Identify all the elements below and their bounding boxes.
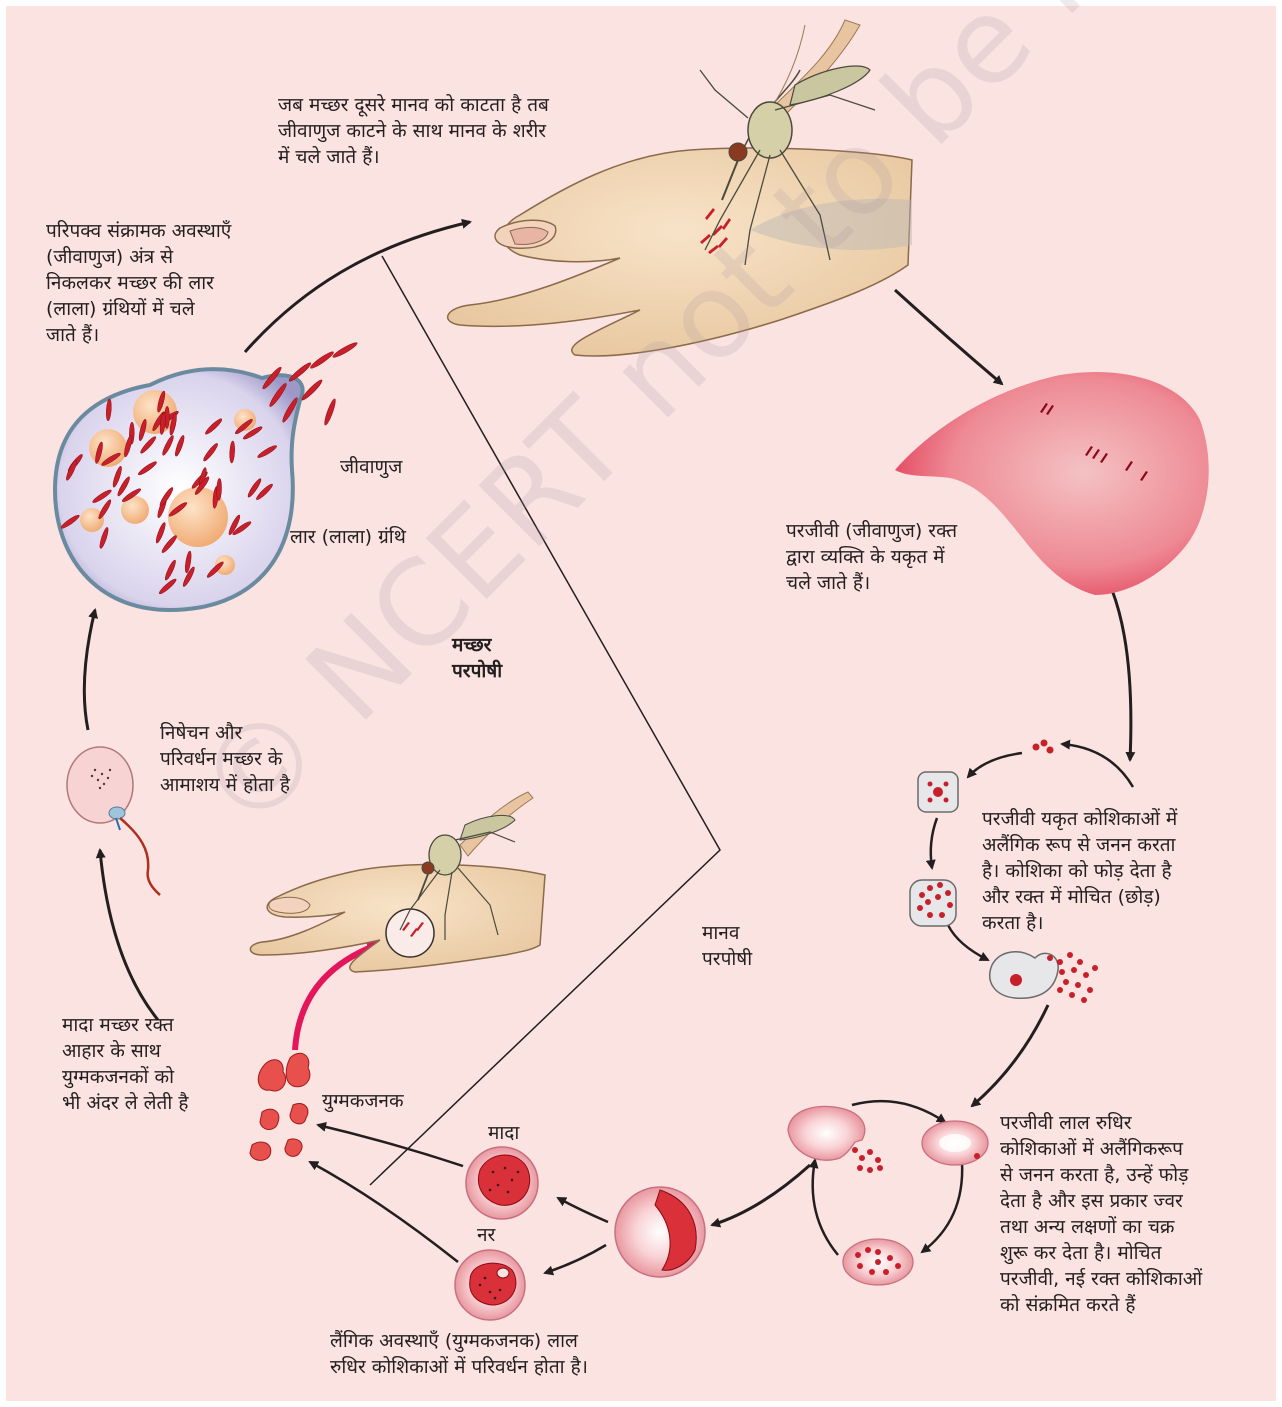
arrow-rbc-cycle-left — [813, 1160, 838, 1255]
merozoite-dot — [1063, 979, 1069, 985]
merozoite-dot — [859, 1155, 865, 1161]
merozoite-dot — [867, 1149, 873, 1155]
sporozoite-shape — [309, 350, 335, 370]
label-human-host: मानव परपोषी — [702, 920, 752, 972]
merozoite-dot — [937, 882, 943, 888]
merozoite-dot — [855, 1252, 861, 1258]
merozoite-dot — [1057, 959, 1063, 965]
merozoite-dot — [1047, 955, 1053, 961]
top-hand-illustration — [448, 148, 912, 356]
merozoite-dot — [865, 1247, 871, 1253]
bottom-hand-illustration — [250, 865, 545, 972]
arrow-rbc-cycle-top — [852, 1101, 945, 1122]
merozoite-dot — [925, 899, 931, 905]
arrow-to-male — [545, 1245, 606, 1273]
label-sporozoite: जीवाणुज — [340, 454, 402, 480]
merozoite-dot — [919, 892, 925, 898]
merozoite-dot — [1081, 997, 1087, 1003]
merozoite-dot — [927, 912, 933, 918]
arrow-merozoites-in — [1062, 744, 1133, 787]
sporozoite-shape — [332, 341, 359, 360]
arrow-rbc-cycle-right — [922, 1162, 962, 1252]
label-mosquito-bite: जब मच्छर दूसरे मानव को काटता है तब जीवाण… — [278, 92, 549, 170]
label-male-gametocyte: नर — [477, 1222, 495, 1248]
merozoite-dot — [877, 1165, 883, 1171]
merozoite-dot — [1092, 965, 1098, 971]
merozoite-dot — [1075, 982, 1081, 988]
label-liver-cells: परजीवी यकृत कोशिकाओं में अलैंगिक रूप से … — [982, 806, 1177, 936]
merozoite-dot — [1059, 969, 1065, 975]
merozoite-dot — [945, 890, 951, 896]
arrow-zygote-to-gland — [84, 610, 95, 730]
merozoite-dot — [1057, 987, 1063, 993]
merozoite-dot — [939, 912, 945, 918]
host-divider-line — [370, 256, 720, 1185]
merozoite-dot — [867, 1167, 873, 1173]
arrow-bite-to-liver — [895, 290, 1002, 384]
arrow-female-to-gametes — [318, 1125, 463, 1166]
arrow-to-female — [558, 1198, 608, 1222]
merozoite-dot — [887, 1255, 893, 1261]
merozoite-dot — [883, 1269, 889, 1275]
merozoite-dot — [857, 1263, 863, 1269]
label-fertilization: निषेचन और परिवर्धन मच्छर के आमाशय में हो… — [160, 720, 290, 798]
label-salivary-gland: लार (लाला) ग्रंथि — [290, 524, 406, 550]
label-female-gametocyte: मादा — [488, 1120, 519, 1146]
merozoite-dot — [869, 1269, 875, 1275]
arrow-gland-to-bite — [245, 222, 470, 352]
merozoite-dot — [947, 902, 953, 908]
label-mature-stages: परिपक्व संक्रामक अवस्थाएँ (जीवाणुज) अंत्… — [46, 218, 231, 348]
merozoite-dot — [852, 1147, 858, 1153]
arrow-rbc-to-gametocyte — [712, 1165, 810, 1225]
label-gametocytes: युग्मकजनक — [322, 1088, 404, 1114]
merozoite-dot — [1077, 959, 1083, 965]
rbc-cycle-illustration — [788, 1106, 988, 1285]
merozoite-dot — [1071, 967, 1077, 973]
salivary-gland-illustration — [55, 341, 358, 610]
arrow-to-zygote — [100, 850, 158, 1020]
label-liver: परजीवी (जीवाणुज) रक्त द्वारा व्यक्ति के … — [786, 518, 957, 596]
gamete-shapes — [250, 1053, 310, 1160]
label-female-mosquito: मादा मच्छर रक्त आहार के साथ युग्मकजनकों … — [62, 1012, 188, 1116]
arrow-liver-to-cells — [1112, 590, 1131, 760]
label-rbc: परजीवी लाल रुधिर कोशिकाओं में अलैंगिकरूप… — [1000, 1110, 1202, 1318]
merozoite-dot — [1067, 952, 1073, 958]
merozoite-dot — [875, 1249, 881, 1255]
label-mosquito-host: मच्छर परपोषी — [452, 632, 502, 684]
arrow-cell-stage1 — [931, 818, 937, 868]
arrow-cells-to-rbc — [972, 1005, 1048, 1106]
merozoite-dot — [895, 1263, 901, 1269]
label-sexual-stages: लैंगिक अवस्थाएँ (युग्मकजनक) लाल रुधिर को… — [330, 1328, 588, 1380]
merozoite-dot — [875, 1157, 881, 1163]
arrow-male-to-gametes — [310, 1162, 458, 1262]
merozoite-dot — [935, 894, 941, 900]
merozoite-dot — [927, 885, 933, 891]
merozoite-dot — [917, 905, 923, 911]
merozoite-dot — [875, 1259, 881, 1265]
merozoite-dot — [857, 1165, 863, 1171]
merozoite-dot — [1069, 992, 1075, 998]
sporozoite-shape — [323, 398, 337, 426]
zygote-illustration — [67, 747, 160, 895]
merozoite-dot — [1087, 987, 1093, 993]
arrow-merozoites-to-cell — [968, 753, 1022, 777]
merozoite-dot — [1083, 972, 1089, 978]
